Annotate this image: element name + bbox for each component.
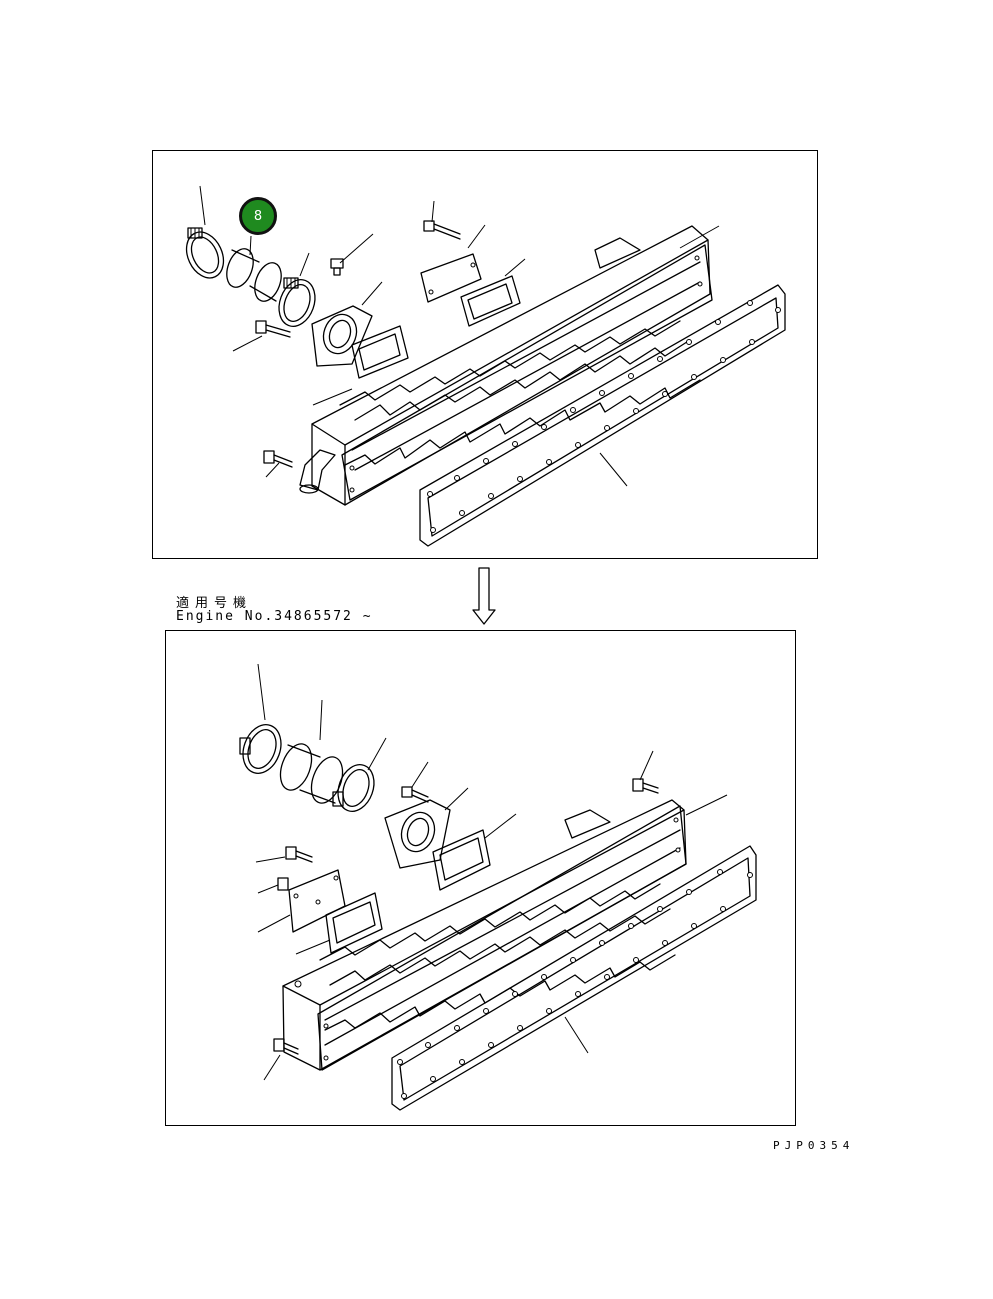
bottom-bolt-1 xyxy=(401,786,429,803)
top-connector xyxy=(311,305,373,367)
bottom-cover-gasket xyxy=(325,892,383,954)
bottom-exploded-view xyxy=(239,663,757,1111)
bottom-hose-clamp-1 xyxy=(239,724,282,774)
top-hose-clamp-2 xyxy=(278,277,316,327)
top-exploded-view xyxy=(185,185,786,547)
top-diagram-frame xyxy=(152,150,818,559)
bottom-hose-clamp-2 xyxy=(332,764,375,812)
callout-8-number: 8 xyxy=(253,208,263,224)
top-cover-gasket xyxy=(460,275,521,327)
bottom-bolt-bottom xyxy=(273,1038,299,1055)
bottom-bolt-top-right xyxy=(632,778,659,794)
bottom-long-gasket xyxy=(391,845,757,1111)
bottom-bolts-left xyxy=(277,846,313,891)
top-leader-lines xyxy=(199,185,720,487)
bottom-diagram-frame xyxy=(165,630,796,1126)
serial-label-jp: 適用号機 xyxy=(176,596,253,611)
top-bolt-bottom xyxy=(263,450,293,468)
bottom-small-gasket xyxy=(432,829,491,891)
bottom-connector xyxy=(384,799,451,869)
top-oil-cooler-core xyxy=(299,225,713,506)
callout-8-badge[interactable]: 8 xyxy=(239,197,277,235)
bottom-hose xyxy=(279,743,344,804)
top-plug xyxy=(330,258,344,276)
top-hose-clamp-1 xyxy=(185,227,225,279)
serial-label-en: Engine No.34865572 ~ xyxy=(176,609,373,624)
top-cover-plate xyxy=(420,220,482,303)
drawing-code: PJP0354 xyxy=(773,1139,855,1152)
down-arrow xyxy=(472,567,496,625)
top-hose xyxy=(226,248,282,302)
bottom-cover-plate xyxy=(288,869,346,933)
top-bolt-left xyxy=(255,320,291,338)
top-small-gasket xyxy=(351,325,409,379)
bottom-leader-lines xyxy=(255,663,728,1081)
top-long-gasket xyxy=(419,284,786,547)
